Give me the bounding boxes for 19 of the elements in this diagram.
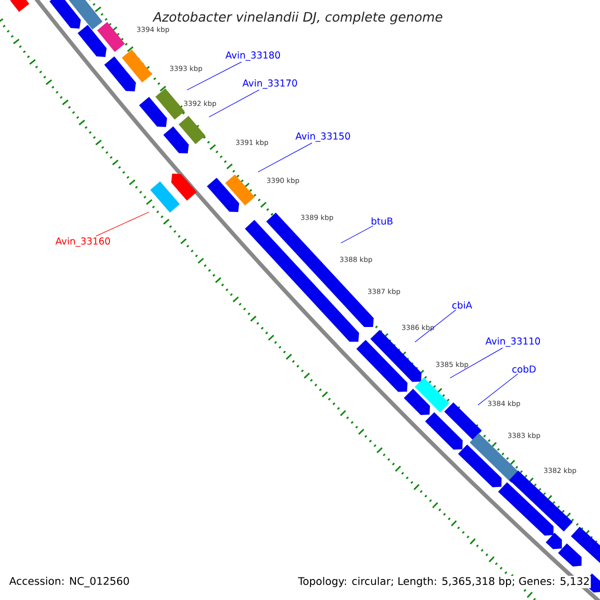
gene-label: Avin_33170	[242, 79, 297, 89]
leader-line	[186, 62, 242, 90]
gene-label: Avin_33150	[295, 132, 350, 142]
gene-label: cbiA	[452, 301, 472, 309]
leader-line	[258, 142, 312, 172]
gene-label: cobD	[512, 365, 536, 373]
leader-line	[450, 348, 503, 378]
leader-line	[414, 310, 456, 342]
leader-line	[96, 212, 150, 236]
leader-line	[340, 226, 374, 244]
accession-text: Accession: NC_012560	[8, 576, 131, 588]
leader-line	[208, 90, 260, 118]
title: Azotobacter vinelandii DJ, complete genome	[152, 12, 442, 24]
gene-label: Avin_33180	[225, 51, 280, 61]
genome-info-text: Topology: circular; Length: 5,365,318 bp; Genes: 5,132	[297, 576, 591, 588]
gene-label: btuB	[372, 217, 392, 225]
leader-line	[478, 374, 518, 406]
gene-label: Avin_33160	[55, 237, 110, 247]
gene-label: Avin_33110	[485, 337, 540, 347]
